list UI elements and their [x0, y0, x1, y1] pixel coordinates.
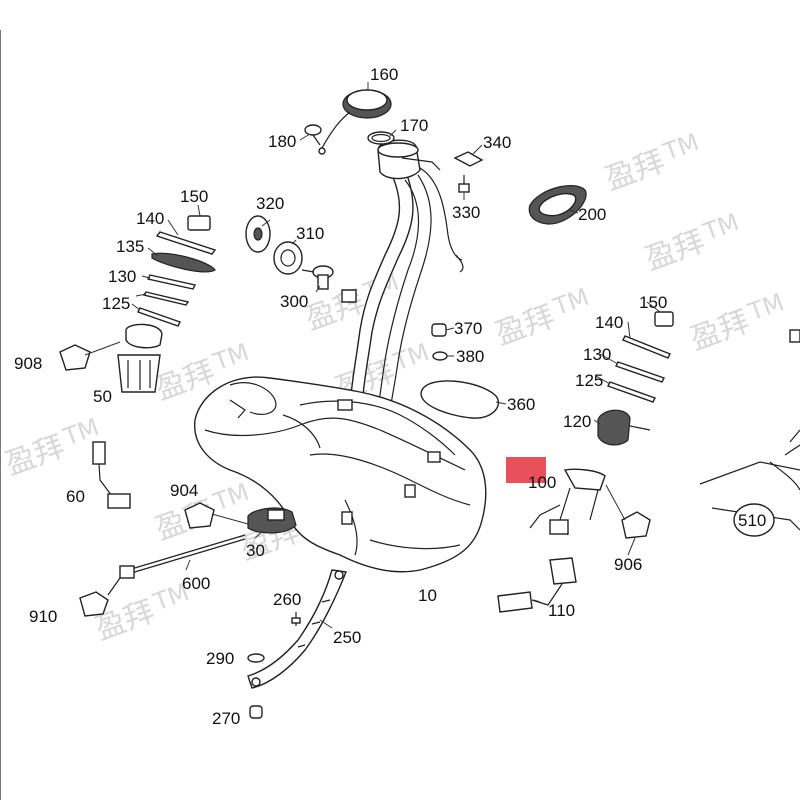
- label-200: 200: [578, 205, 606, 224]
- label-180: 180: [268, 132, 296, 151]
- small-plate: [453, 151, 484, 167]
- label-908: 908: [14, 354, 42, 373]
- label-360: 360: [507, 395, 535, 414]
- label-160: 160: [370, 65, 398, 84]
- leader-lines: [131, 82, 661, 629]
- fuel-tank: [194, 376, 487, 573]
- label-320: 320: [256, 194, 284, 213]
- label-50: 50: [93, 387, 112, 406]
- label-130-right: 130: [583, 345, 611, 364]
- label-170: 170: [400, 116, 428, 135]
- part-310: [273, 241, 303, 275]
- watermark-text: 盈拜: [686, 304, 754, 357]
- label-380: 380: [456, 347, 484, 366]
- label-330: 330: [452, 203, 480, 222]
- label-140-left: 140: [136, 209, 164, 228]
- cap-clip: [304, 124, 322, 146]
- label-904: 904: [170, 481, 198, 500]
- label-600: 600: [182, 574, 210, 593]
- label-910: 910: [29, 607, 57, 626]
- label-135: 135: [116, 237, 144, 256]
- fuel-cap: [318, 89, 392, 155]
- watermark-tm: TM: [389, 338, 433, 377]
- label-10: 10: [418, 586, 437, 605]
- cable-600: [107, 534, 246, 596]
- connector-904: [184, 502, 249, 529]
- washer-290: [247, 653, 265, 663]
- label-130-left: 130: [108, 267, 136, 286]
- label-125-right: 125: [575, 371, 603, 390]
- highlight-marker: [506, 457, 546, 483]
- watermark-tm: TM: [659, 128, 703, 167]
- label-125-left: 125: [102, 294, 130, 313]
- bolt: [458, 175, 470, 193]
- right-pump-stack: [597, 311, 674, 446]
- watermark-tm: TM: [699, 208, 743, 247]
- label-260: 260: [273, 590, 301, 609]
- label-510: 510: [738, 511, 766, 530]
- label-370: 370: [454, 319, 482, 338]
- label-290: 290: [206, 649, 234, 668]
- label-30: 30: [246, 541, 265, 560]
- watermark-tm: TM: [209, 478, 253, 517]
- cover-plate: [420, 380, 500, 419]
- part-370: [431, 323, 447, 337]
- label-110: 110: [548, 601, 575, 620]
- part-labels: 160 180 170 340 330 200 150 140 135 130 …: [14, 65, 766, 728]
- watermark-tm: TM: [209, 338, 253, 377]
- label-250: 250: [333, 628, 361, 647]
- sensor-110: [497, 557, 577, 613]
- watermark-tm: TM: [744, 288, 788, 327]
- connector-906: [605, 484, 651, 539]
- watermark-text: 盈拜: [641, 224, 709, 277]
- filler-neck-pipe: [341, 139, 464, 411]
- pump-30: [247, 507, 297, 534]
- panel-510: [699, 329, 800, 537]
- label-100: 100: [528, 473, 556, 492]
- pump-bracket-100: [529, 468, 606, 536]
- watermark-text: 盈拜: [601, 144, 669, 197]
- part-320: [245, 215, 271, 253]
- label-120: 120: [563, 412, 591, 431]
- watermark-tm: TM: [549, 283, 593, 322]
- connector-910: [79, 591, 109, 617]
- label-906: 906: [614, 555, 642, 574]
- left-pump-stack: [117, 215, 217, 393]
- label-60: 60: [66, 487, 85, 506]
- level-sensor: [92, 441, 131, 509]
- label-340: 340: [483, 133, 511, 152]
- label-310: 310: [296, 224, 324, 243]
- nut-270: [249, 705, 263, 719]
- label-150-right: 150: [639, 293, 667, 312]
- watermark-text: 盈拜: [301, 284, 369, 337]
- screw-260: [291, 612, 301, 626]
- label-300: 300: [280, 292, 308, 311]
- label-270: 270: [212, 709, 240, 728]
- label-140-right: 140: [595, 313, 623, 332]
- strap-250: [247, 569, 347, 689]
- filler-gasket: [528, 185, 587, 225]
- connector-908: [59, 341, 121, 371]
- label-150-left: 150: [180, 187, 208, 206]
- seal-ring-inner: [371, 133, 391, 143]
- watermark-text: 盈拜: [491, 299, 559, 352]
- watermark-text: 盈拜: [1, 429, 69, 482]
- part-380: [432, 351, 448, 361]
- part-300: [301, 265, 334, 290]
